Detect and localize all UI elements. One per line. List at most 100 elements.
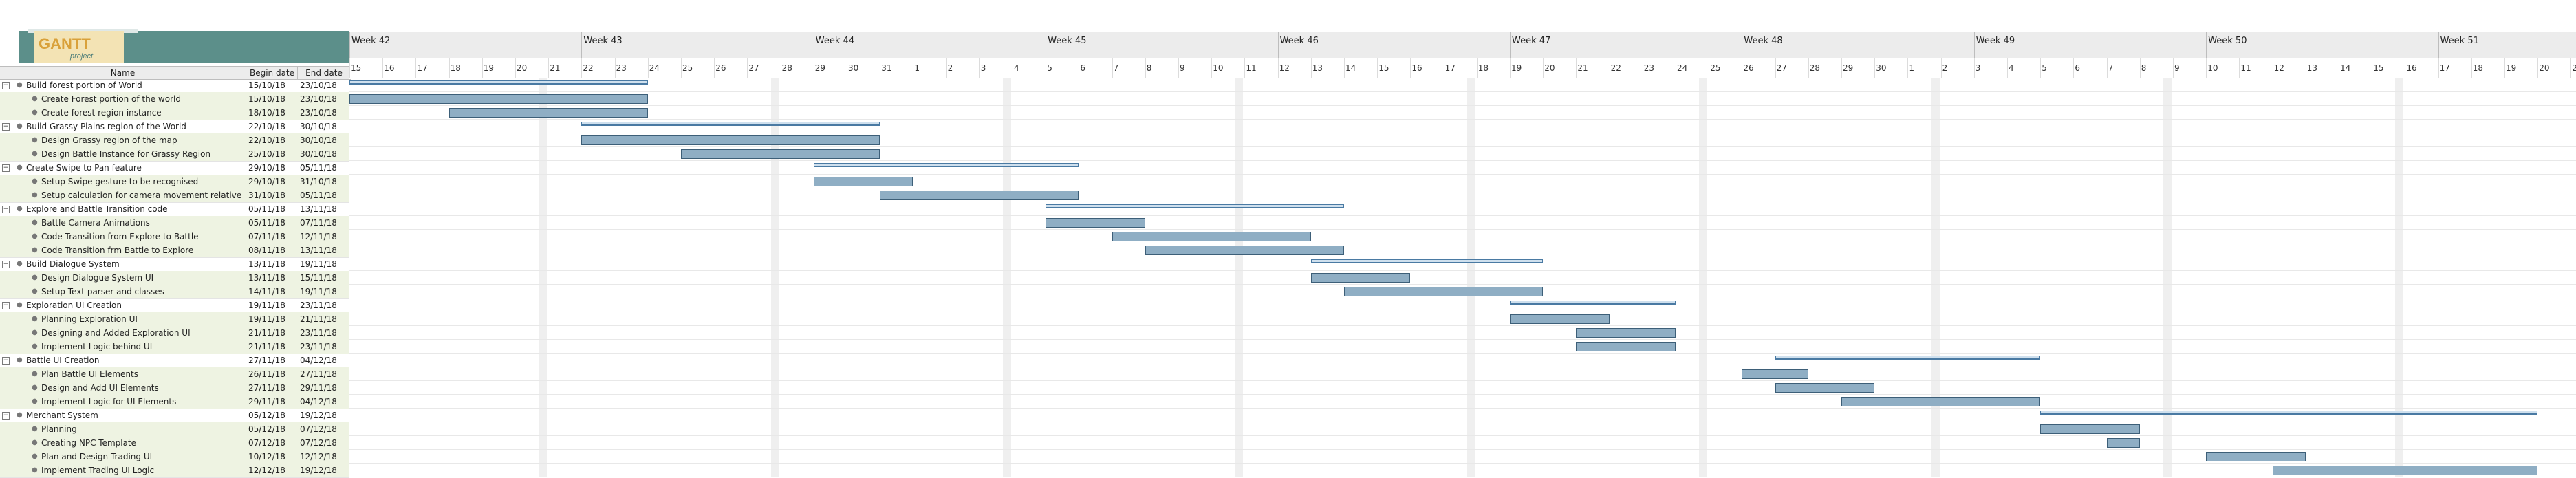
task-begin-date[interactable]: 27/11/18 <box>248 356 285 365</box>
task-bar[interactable] <box>880 191 1079 200</box>
task-name[interactable]: Planning Exploration UI <box>41 314 138 324</box>
collapse-toggle-icon[interactable]: − <box>2 164 10 172</box>
task-bar[interactable] <box>1046 218 1145 228</box>
task-begin-date[interactable]: 31/10/18 <box>248 191 285 200</box>
task-name[interactable]: Explore and Battle Transition code <box>26 204 168 214</box>
task-name[interactable]: Planning <box>41 424 77 434</box>
collapse-toggle-icon[interactable]: − <box>2 302 10 309</box>
task-bar[interactable] <box>1576 342 1676 351</box>
task-begin-date[interactable]: 05/12/18 <box>248 424 285 434</box>
column-header-begin-date[interactable]: Begin date <box>246 66 298 80</box>
task-bar[interactable] <box>581 135 880 145</box>
task-bar[interactable] <box>1775 383 1875 393</box>
subtask-row[interactable]: ●Design Battle Instance for Grassy Regio… <box>0 147 349 162</box>
task-end-date[interactable]: 05/11/18 <box>300 163 337 173</box>
task-begin-date[interactable]: 18/10/18 <box>248 108 285 118</box>
task-end-date[interactable]: 27/11/18 <box>300 369 337 379</box>
task-name[interactable]: Code Transition from Explore to Battle <box>41 232 199 241</box>
task-begin-date[interactable]: 15/10/18 <box>248 80 285 90</box>
task-name[interactable]: Create forest region instance <box>41 108 162 118</box>
collapse-toggle-icon[interactable]: − <box>2 82 10 89</box>
task-bar[interactable] <box>2040 424 2140 434</box>
task-name[interactable]: Create Swipe to Pan feature <box>26 163 142 173</box>
task-end-date[interactable]: 04/12/18 <box>300 356 337 365</box>
task-begin-date[interactable]: 22/10/18 <box>248 122 285 131</box>
task-bar[interactable] <box>448 108 648 118</box>
task-group-row[interactable]: −●Build Grassy Plains region of the Worl… <box>0 120 349 134</box>
task-begin-date[interactable]: 29/10/18 <box>248 163 285 173</box>
collapse-toggle-icon[interactable]: − <box>2 412 10 420</box>
task-end-date[interactable]: 30/10/18 <box>300 122 337 131</box>
task-name[interactable]: Battle UI Creation <box>26 356 100 365</box>
task-name[interactable]: Design Grassy region of the map <box>41 135 177 145</box>
task-end-date[interactable]: 23/11/18 <box>300 342 337 351</box>
task-begin-date[interactable]: 22/10/18 <box>248 135 285 145</box>
task-end-date[interactable]: 13/11/18 <box>300 204 337 214</box>
task-begin-date[interactable]: 10/12/18 <box>248 452 285 461</box>
task-begin-date[interactable]: 05/11/18 <box>248 204 285 214</box>
task-begin-date[interactable]: 19/11/18 <box>248 314 285 324</box>
task-begin-date[interactable]: 21/11/18 <box>248 328 285 338</box>
collapse-toggle-icon[interactable]: − <box>2 357 10 365</box>
task-bar[interactable] <box>1576 328 1676 338</box>
summary-task-bar[interactable] <box>2040 411 2538 415</box>
task-name[interactable]: Create Forest portion of the world <box>41 94 181 104</box>
task-name[interactable]: Implement Logic behind UI <box>41 342 153 351</box>
summary-task-bar[interactable] <box>349 80 648 85</box>
task-begin-date[interactable]: 25/10/18 <box>248 149 285 159</box>
task-name[interactable]: Design Dialogue System UI <box>41 273 154 283</box>
task-bar[interactable] <box>349 94 648 104</box>
summary-task-bar[interactable] <box>581 122 880 126</box>
task-end-date[interactable]: 05/11/18 <box>300 191 337 200</box>
task-bar[interactable] <box>681 149 880 159</box>
task-end-date[interactable]: 21/11/18 <box>300 314 337 324</box>
task-name[interactable]: Code Transition frm Battle to Explore <box>41 246 194 255</box>
task-begin-date[interactable]: 14/11/18 <box>248 287 285 296</box>
task-end-date[interactable]: 04/12/18 <box>300 397 337 406</box>
task-bar[interactable] <box>1310 273 1411 283</box>
subtask-row[interactable]: ●Setup calculation for camera movement r… <box>0 188 349 203</box>
task-end-date[interactable]: 23/10/18 <box>300 108 337 118</box>
task-name[interactable]: Implement Logic for UI Elements <box>41 397 177 406</box>
task-begin-date[interactable]: 29/11/18 <box>248 397 285 406</box>
task-begin-date[interactable]: 07/12/18 <box>248 438 285 448</box>
task-bar[interactable] <box>1344 287 1544 296</box>
task-name[interactable]: Build Grassy Plains region of the World <box>26 122 186 131</box>
task-bar[interactable] <box>1742 369 1808 379</box>
task-bar[interactable] <box>1841 397 2041 406</box>
task-end-date[interactable]: 12/12/18 <box>300 452 337 461</box>
task-begin-date[interactable]: 08/11/18 <box>248 246 285 255</box>
task-name[interactable]: Battle Camera Animations <box>41 218 150 228</box>
collapse-toggle-icon[interactable]: − <box>2 206 10 213</box>
task-end-date[interactable]: 07/12/18 <box>300 438 337 448</box>
task-begin-date[interactable]: 07/11/18 <box>248 232 285 241</box>
task-name[interactable]: Merchant System <box>26 411 98 420</box>
task-begin-date[interactable]: 12/12/18 <box>248 466 285 475</box>
task-name[interactable]: Build Dialogue System <box>26 259 120 269</box>
task-end-date[interactable]: 19/11/18 <box>300 287 337 296</box>
task-begin-date[interactable]: 13/11/18 <box>248 259 285 269</box>
task-name[interactable]: Setup Swipe gesture to be recognised <box>41 177 199 186</box>
task-bar[interactable] <box>1510 314 1610 324</box>
task-begin-date[interactable]: 13/11/18 <box>248 273 285 283</box>
task-bar[interactable] <box>2272 466 2538 475</box>
task-name[interactable]: Creating NPC Template <box>41 438 137 448</box>
task-bar[interactable] <box>1145 246 1344 255</box>
task-begin-date[interactable]: 29/10/18 <box>248 177 285 186</box>
task-end-date[interactable]: 19/12/18 <box>300 411 337 420</box>
